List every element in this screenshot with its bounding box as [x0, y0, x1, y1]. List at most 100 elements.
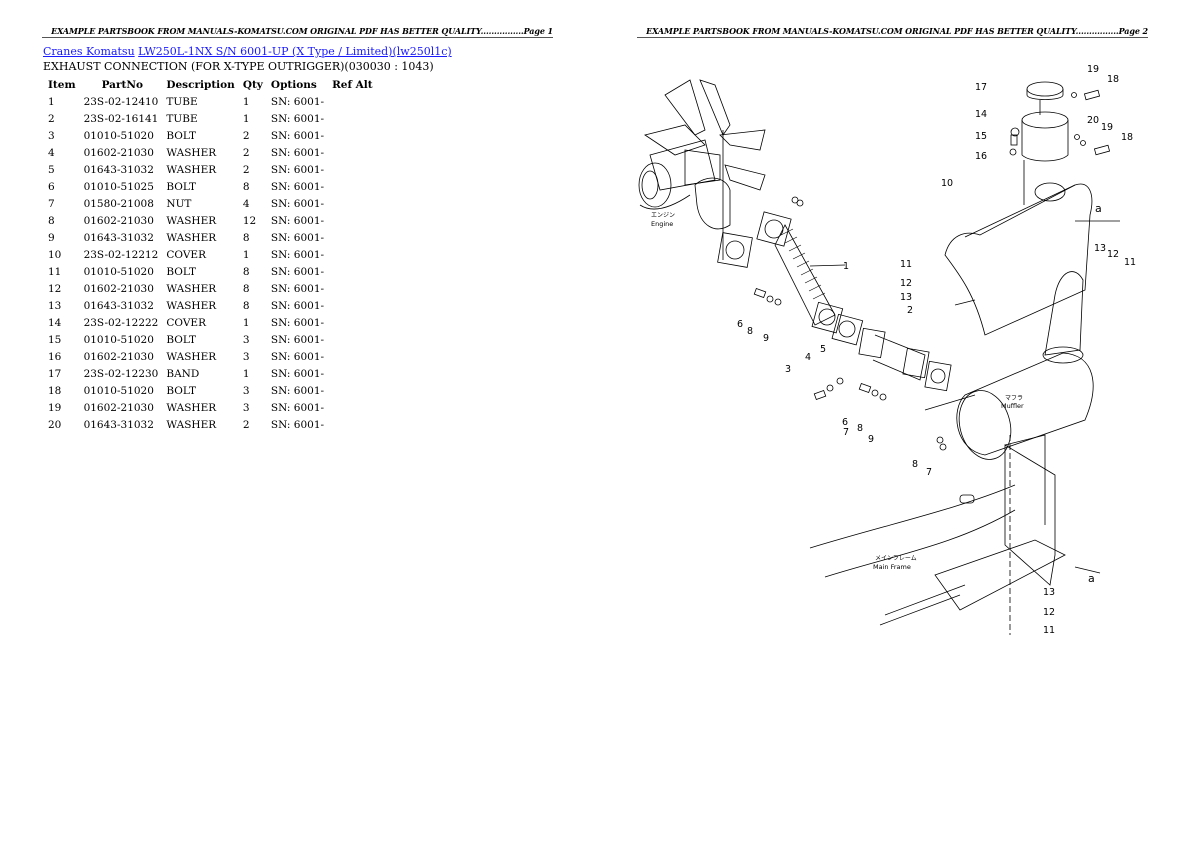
- item-cell: 8: [48, 214, 55, 227]
- svg-text:10: 10: [941, 178, 953, 189]
- options-cell: SN: 6001-: [270, 367, 325, 380]
- svg-text:12: 12: [900, 278, 912, 289]
- svg-text:6: 6: [842, 417, 848, 428]
- item-cell: 1: [48, 95, 55, 108]
- description-cell: WASHER: [166, 214, 217, 227]
- qty-cell: 2: [242, 146, 250, 159]
- svg-text:3: 3: [785, 364, 791, 375]
- flex-tube-drawing: [756, 211, 864, 346]
- partno-cell: 23S-02-12222: [83, 316, 159, 329]
- partno-cell: 01602-21030: [83, 401, 154, 414]
- item-cell: 18: [48, 384, 62, 397]
- ref-alt-cell: [328, 263, 377, 280]
- description-cell: COVER: [166, 248, 206, 261]
- svg-text:8: 8: [857, 423, 863, 434]
- description-cell: COVER: [166, 316, 206, 329]
- options-cell: SN: 6001-: [270, 401, 325, 414]
- options-cell: SN: 6001-: [270, 129, 325, 142]
- qty-cell: 12: [242, 214, 257, 227]
- description-cell: TUBE: [166, 95, 198, 108]
- breadcrumb-link-cranes-komatsu[interactable]: Cranes Komatsu: [43, 45, 135, 58]
- item-cell: 7: [48, 197, 55, 210]
- options-cell: SN: 6001-: [270, 214, 325, 227]
- description-cell: BOLT: [166, 384, 197, 397]
- breadcrumb: Cranes Komatsu LW250L-1NX S/N 6001-UP (X…: [43, 45, 452, 58]
- options-cell: SN: 6001-: [270, 265, 325, 278]
- description-cell: BAND: [166, 367, 200, 380]
- ref-alt-cell: [328, 382, 377, 399]
- ref-alt-cell: [328, 93, 377, 110]
- item-cell: 2: [48, 112, 55, 125]
- svg-text:5: 5: [820, 344, 826, 355]
- description-cell: WASHER: [166, 401, 217, 414]
- description-cell: WASHER: [166, 163, 217, 176]
- page-header: EXAMPLE PARTSBOOK FROM MANUALS-KOMATSU.C…: [42, 26, 553, 38]
- options-cell: SN: 6001-: [270, 350, 325, 363]
- partno-cell: 01010-51020: [83, 333, 154, 346]
- qty-cell: 8: [242, 180, 250, 193]
- svg-text:11: 11: [1043, 625, 1055, 636]
- qty-cell: 3: [242, 333, 250, 346]
- cover-drawing: [944, 182, 1093, 336]
- qty-cell: 8: [242, 299, 250, 312]
- ref-alt-cell: [328, 314, 377, 331]
- ref-alt-cell: [328, 229, 377, 246]
- svg-text:18: 18: [1121, 132, 1133, 143]
- qty-cell: 8: [242, 231, 250, 244]
- qty-cell: 4: [242, 197, 250, 210]
- ref-alt-cell: [328, 331, 377, 348]
- qty-cell: 2: [242, 418, 250, 431]
- description-cell: WASHER: [166, 299, 217, 312]
- view-a-label-bottom: a: [1088, 572, 1095, 585]
- svg-text:11: 11: [900, 259, 912, 270]
- ref-alt-cell: [328, 399, 377, 416]
- svg-text:17: 17: [975, 82, 987, 93]
- svg-text:19: 19: [1101, 122, 1113, 133]
- partno-cell: 01010-51020: [83, 265, 154, 278]
- partno-cell: 01602-21030: [83, 282, 154, 295]
- partno-cell: 01602-21030: [83, 146, 154, 159]
- svg-text:13: 13: [900, 292, 912, 303]
- partno-cell: 01010-51020: [83, 384, 154, 397]
- view-a-label-top: a: [1095, 202, 1102, 215]
- engine-label: Engine: [651, 220, 673, 228]
- svg-text:12: 12: [1107, 249, 1119, 260]
- ref-alt-cell: [328, 348, 377, 365]
- item-cell: 16: [48, 350, 62, 363]
- parts-table: Item PartNo Description Qty Options Ref …: [44, 76, 377, 433]
- description-cell: WASHER: [166, 418, 217, 431]
- description-cell: NUT: [166, 197, 192, 210]
- description-cell: BOLT: [166, 265, 197, 278]
- ref-alt-cell: [328, 178, 377, 195]
- svg-text:16: 16: [975, 151, 987, 162]
- engine-label-jp: エンジン: [651, 212, 675, 219]
- item-cell: 11: [48, 265, 62, 278]
- qty-cell: 3: [242, 384, 250, 397]
- partno-cell: 01580-21008: [83, 197, 154, 210]
- ref-alt-cell: [328, 416, 377, 433]
- frame-label: Main Frame: [873, 563, 911, 571]
- breadcrumb-link-model[interactable]: LW250L-1NX S/N 6001-UP (X Type / Limited…: [138, 45, 452, 58]
- ref-alt-cell: [328, 110, 377, 127]
- item-cell: 4: [48, 146, 55, 159]
- svg-text:8: 8: [912, 459, 918, 470]
- muffler-label-jp: マフラ: [1005, 395, 1023, 402]
- ref-alt-cell: [328, 246, 377, 263]
- engine-fan-drawing: [638, 79, 766, 268]
- item-cell: 3: [48, 129, 55, 142]
- qty-cell: 8: [242, 282, 250, 295]
- options-cell: SN: 6001-: [270, 282, 325, 295]
- header-description: Description: [166, 78, 235, 91]
- options-cell: SN: 6001-: [270, 418, 325, 431]
- ref-alt-cell: [328, 195, 377, 212]
- partno-cell: 01643-31032: [83, 299, 154, 312]
